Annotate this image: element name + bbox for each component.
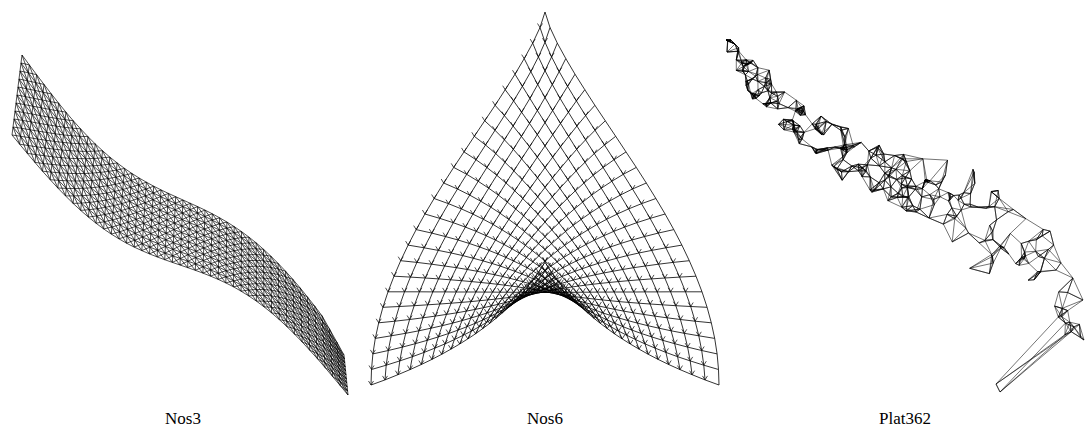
nos6-mesh: [371, 12, 719, 385]
nos6-arrowheads: [369, 24, 708, 386]
graph-label: Nos3: [165, 409, 201, 429]
nos3-mesh: [12, 55, 348, 395]
graph-label: Nos6: [527, 409, 563, 429]
graph-label: Plat362: [879, 409, 931, 429]
plat362-mesh: [726, 40, 1084, 392]
